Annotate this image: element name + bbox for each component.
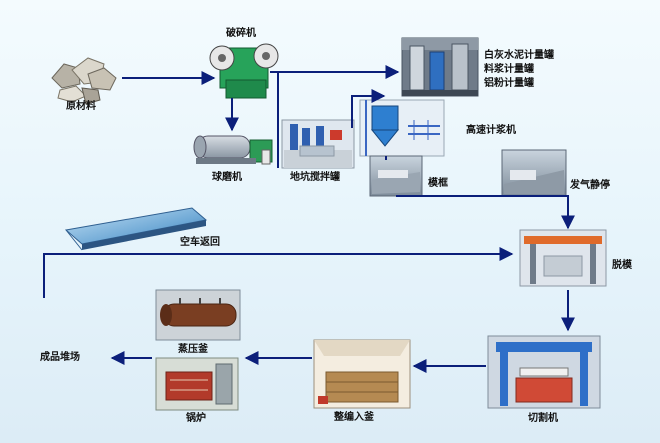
demold-image	[519, 229, 607, 287]
crusher-image	[209, 43, 279, 99]
label-autoclave: 蒸压釜	[178, 344, 208, 355]
label-demold: 脱模	[612, 260, 632, 271]
arrow-to-high-speed-mixer	[351, 89, 386, 128]
arrow-crusher-to-tanks	[270, 65, 400, 168]
group-kettle-image	[313, 339, 411, 409]
raw-material-image	[51, 57, 117, 105]
arrow-empty-return	[43, 247, 514, 298]
label-group-kettle: 整编入釜	[334, 412, 374, 423]
label-pit-mixer: 地坑搅拌罐	[290, 172, 340, 183]
cutting-machine-image	[487, 335, 601, 409]
label-product-yard: 成品堆场	[40, 352, 80, 363]
label-lime-cement-tank: 白灰水泥计量罐	[484, 50, 554, 61]
label-ball-mill: 球磨机	[212, 172, 242, 183]
mold-image	[369, 155, 423, 197]
high-speed-mixer-image	[359, 99, 445, 157]
foaming-rest-image	[501, 149, 567, 197]
label-high-speed-mixer: 高速计浆机	[466, 125, 516, 136]
arrow-mold-to-demold	[396, 195, 575, 230]
label-slurry-tank: 料浆计量罐	[484, 64, 534, 75]
label-mold: 模框	[428, 178, 448, 189]
empty-cart-image	[64, 207, 208, 251]
label-boiler: 锅炉	[186, 413, 206, 424]
label-cutting-machine: 切割机	[528, 413, 558, 424]
ball-mill-image	[193, 135, 273, 165]
pit-mixer-image	[281, 119, 355, 169]
label-crusher: 破碎机	[226, 28, 256, 39]
metering-tanks-image	[401, 37, 479, 97]
label-raw-material: 原材料	[66, 101, 96, 112]
label-foaming-rest: 发气静停	[570, 180, 610, 191]
boiler-image	[155, 357, 239, 411]
autoclave-image	[155, 289, 241, 341]
label-empty-return: 空车返回	[180, 237, 220, 248]
label-aluminum-tank: 铝粉计量罐	[484, 78, 534, 89]
